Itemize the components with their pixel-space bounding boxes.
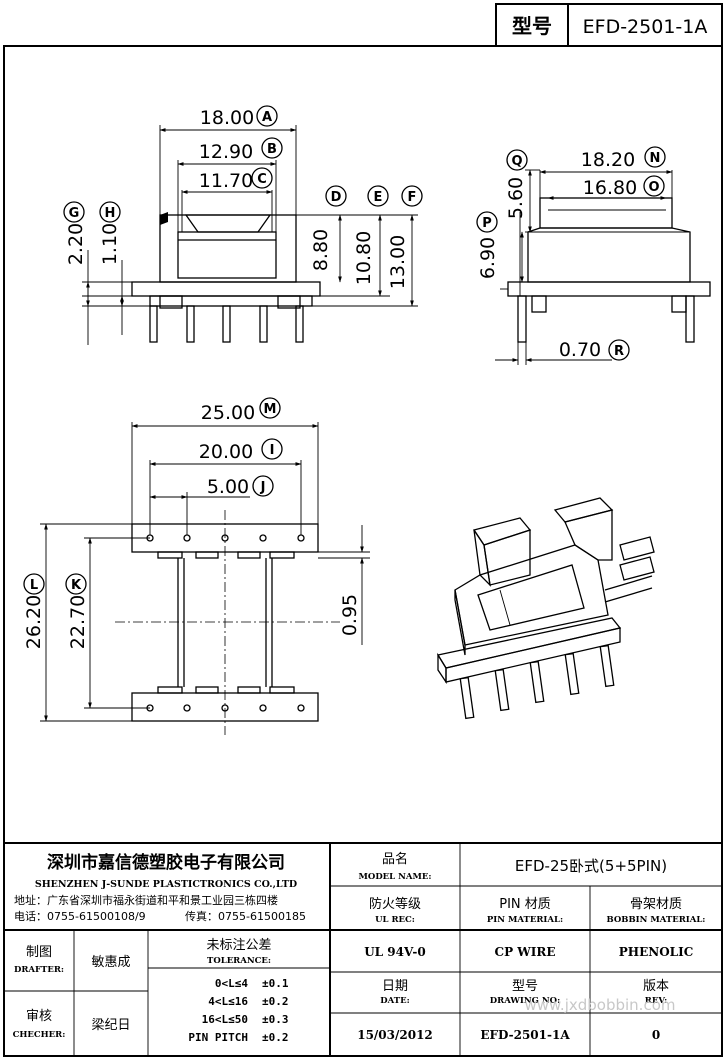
- type-value: EFD-2501-1A: [583, 16, 708, 38]
- isometric-view: [436, 497, 655, 720]
- checker-value: 梁纪日: [91, 1018, 130, 1033]
- pin-material-value: CP WIRE: [495, 945, 556, 959]
- checker-en: CHECHER:: [13, 1030, 66, 1040]
- date-value: 15/03/2012: [357, 1028, 433, 1042]
- tolerance-range-2: 4<L≤16: [208, 995, 248, 1008]
- dim-R-letter: R: [614, 344, 624, 359]
- tolerance-cn: 未标注公差: [206, 938, 271, 953]
- rev-en: REV:: [645, 996, 667, 1006]
- pin-material-cn: PIN 材质: [499, 897, 551, 912]
- drafter-cn: 制图: [26, 945, 52, 960]
- dim-G-letter: G: [69, 206, 80, 221]
- drawing-no-cn: 型号: [512, 979, 538, 994]
- model-name-cn: 品名: [382, 851, 408, 867]
- company-phone: 电话：0755-61500108/9: [14, 910, 146, 923]
- type-label: 型号: [512, 14, 552, 38]
- dim-Q-value: 5.60: [505, 177, 527, 219]
- dim-M-value: 25.00: [201, 402, 255, 424]
- rev-value: 0: [652, 1028, 660, 1042]
- dim-O-value: 16.80: [583, 177, 637, 199]
- dim-E-letter: E: [374, 190, 383, 205]
- drawing-no-en: DRAWING NO:: [490, 996, 560, 1006]
- bobbin-material-cn: 骨架材质: [630, 897, 682, 912]
- front-view: 18.00 A 12.90 B 11.70 C 8.80 10.80 13.00…: [63, 105, 423, 345]
- drafter-value: 敏惠成: [91, 955, 130, 970]
- dim-J-letter: J: [260, 480, 266, 495]
- model-name-en: MODEL NAME:: [359, 872, 432, 882]
- dim-A-letter: A: [262, 110, 272, 125]
- dim-I-value: 20.00: [199, 441, 253, 463]
- date-en: DATE:: [380, 996, 409, 1006]
- pin-material-en: PIN MATERIAL:: [487, 915, 563, 925]
- company-name-cn: 深圳市嘉信德塑胶电子有限公司: [47, 852, 285, 873]
- dim-M-letter: M: [264, 402, 277, 417]
- dim-H-letter: H: [105, 206, 116, 221]
- dim-pin-gap-value: 0.95: [339, 594, 361, 636]
- dim-D-letter: D: [331, 190, 342, 205]
- dim-N-value: 18.20: [581, 149, 635, 171]
- dim-N-letter: N: [650, 151, 661, 166]
- watermark: www.jxdbobbin.com: [525, 996, 676, 1014]
- company-fax: 传真：0755-61500185: [185, 909, 306, 923]
- dim-P-value: 6.90: [477, 237, 499, 279]
- dim-J-value: 5.00: [207, 476, 249, 498]
- dim-B-value: 12.90: [199, 141, 253, 163]
- dim-I-letter: I: [270, 443, 275, 458]
- dim-P-letter: P: [482, 216, 492, 231]
- tolerance-range-4: PIN PITCH: [188, 1031, 248, 1044]
- ul-rec-en: UL REC:: [375, 915, 415, 925]
- tolerance-value-4: ±0.2: [262, 1031, 289, 1044]
- dim-R-value: 0.70: [559, 339, 601, 361]
- bobbin-material-value: PHENOLIC: [619, 945, 694, 959]
- bobbin-material-en: BOBBIN MATERIAL:: [607, 915, 706, 925]
- dim-C-value: 11.70: [199, 170, 253, 192]
- dim-F-letter: F: [408, 190, 417, 205]
- date-cn: 日期: [382, 979, 408, 994]
- bottom-view: 25.00 M 20.00 I 5.00 J 26.20 L 22.70 K: [23, 397, 370, 735]
- dim-Q-letter: Q: [511, 154, 522, 169]
- header-type-box: 型号 EFD-2501-1A: [495, 3, 723, 47]
- dim-B-letter: B: [267, 142, 277, 157]
- dim-F-value: 13.00: [387, 235, 409, 289]
- dim-A-value: 18.00: [200, 107, 254, 129]
- checker-cn: 审核: [26, 1009, 52, 1024]
- tolerance-value-2: ±0.2: [262, 995, 289, 1008]
- dim-K-letter: K: [71, 578, 82, 593]
- drawing-no-value: EFD-2501-1A: [480, 1028, 570, 1042]
- dim-G-value: 2.20: [65, 223, 87, 265]
- dim-E-value: 10.80: [353, 231, 375, 285]
- drafter-en: DRAFTER:: [14, 965, 64, 975]
- dim-H-value: 1.10: [99, 223, 121, 265]
- dim-C-letter: C: [257, 172, 267, 187]
- dim-D-value: 8.80: [310, 229, 332, 271]
- dim-L-value: 26.20: [23, 595, 45, 649]
- tolerance-value-3: ±0.3: [262, 1013, 289, 1026]
- tolerance-range-1: 0<L≤4: [215, 977, 248, 990]
- ul-rec-cn: 防火等级: [369, 896, 421, 912]
- title-block: 深圳市嘉信德塑胶电子有限公司 SHENZHEN J-SUNDE PLASTICT…: [4, 842, 722, 1056]
- company-address: 地址：广东省深圳市福永街道和平和景工业园三栋四楼: [14, 893, 278, 907]
- tolerance-en: TOLERANCE:: [207, 956, 271, 966]
- tolerance-value-1: ±0.1: [262, 977, 289, 990]
- dim-O-letter: O: [648, 180, 659, 195]
- rev-cn: 版本: [643, 979, 669, 994]
- company-name-en: SHENZHEN J-SUNDE PLASTICTRONICS CO.,LTD: [35, 879, 297, 890]
- side-view: 18.20 N 16.80 O 5.60 Q 6.90 P 0.70 R: [476, 146, 711, 365]
- tolerance-range-3: 16<L≤50: [202, 1013, 248, 1026]
- dim-L-letter: L: [30, 578, 38, 593]
- ul-rec-value: UL 94V-0: [364, 945, 426, 959]
- dim-K-value: 22.70: [67, 595, 89, 649]
- model-name-value: EFD-25卧式(5+5PIN): [515, 857, 667, 875]
- drawing-border: [3, 45, 723, 1057]
